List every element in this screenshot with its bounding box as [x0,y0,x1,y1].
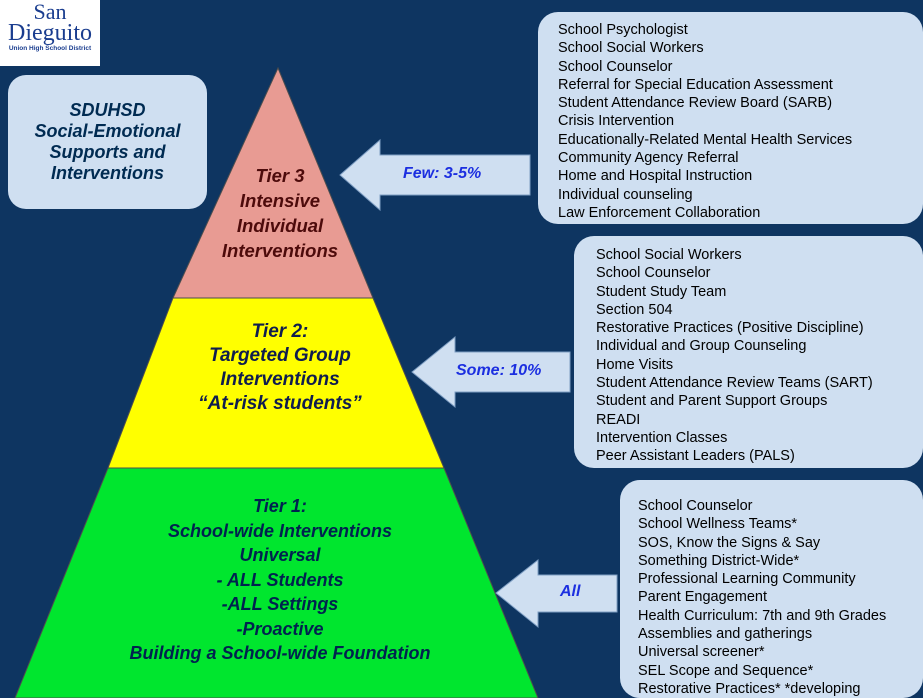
tier1-line: Universal [239,545,321,565]
list-item: Home Visits [596,356,674,373]
list-item: Professional Learning Community [638,571,856,588]
tier2-arrow-label: Some: 10% [456,362,542,379]
list-item: Student Study Team [596,283,727,300]
tier3-arrow-label: Few: 3-5% [403,165,482,182]
list-item: Student and Parent Support Groups [596,393,828,410]
list-item: Health Curriculum: 7th and 9th Grades [638,607,887,624]
tier1-label: Tier 1: School-wide Interventions Univer… [40,494,520,666]
list-item: Restorative Practices* *developing [638,680,861,697]
title-line: Interventions [50,163,165,183]
title-box: SDUHSD Social-Emotional Supports and Int… [8,75,207,209]
tier3-label: Tier 3 Intensive Individual Intervention… [205,163,355,263]
tier2-line: Tier 2: [251,321,309,342]
tier3-arrow [339,138,531,212]
title-line: Social-Emotional [34,121,181,141]
list-item: SEL Scope and Sequence* [638,662,814,679]
logo-line-1: San [33,0,67,24]
list-item: School Social Workers [596,247,742,263]
list-item: School Counselor [596,265,711,282]
tier1-line: -ALL Settings [221,594,339,614]
tier2-label: Tier 2: Targeted Group Interventions “At… [130,320,430,416]
tier3-line: Tier 3 [255,165,305,186]
tier2-line: Targeted Group [209,345,351,366]
list-item: Something District-Wide* [638,552,800,569]
tier3-line: Intensive [239,190,321,211]
list-item: SOS, Know the Signs & Say [638,534,821,551]
list-item: Community Agency Referral [558,150,739,167]
list-item: Assemblies and gatherings [638,626,813,643]
title-line: SDUHSD [69,100,146,120]
tier1-line: School-wide Interventions [167,520,393,541]
list-item: Student Attendance Review Teams (SART) [596,375,873,392]
list-item: Home and Hospital Instruction [558,168,753,185]
tier3-line: Individual [236,215,324,236]
title-line: Supports and [49,142,166,162]
list-item: Intervention Classes [596,429,728,446]
tier2-line: Interventions [220,369,340,390]
tier1-arrow-label: All [560,583,581,600]
list-item: School Counselor [638,498,753,514]
list-item: Universal screener* [638,644,765,661]
tier1-segment [14,467,539,698]
list-item: Student Attendance Review Board (SARB) [558,95,833,112]
list-item: Restorative Practices (Positive Discipli… [596,320,864,337]
list-item: School Counselor [558,58,673,75]
tier1-arrow [495,558,618,629]
tier1-line: Building a School-wide Foundation [129,643,431,663]
list-item: Parent Engagement [638,589,767,606]
list-item: Crisis Intervention [558,113,675,130]
list-item: Peer Assistant Leaders (PALS) [596,448,795,465]
list-item: Law Enforcement Collaboration [558,204,761,221]
list-item: Individual and Group Counseling [596,338,807,355]
tier1-line: Tier 1: [253,496,307,516]
list-item: Section 504 [596,301,673,318]
tier1-line: -Proactive [236,618,324,639]
list-item: Referral for Special Education Assessmen… [558,76,833,93]
list-item: School Wellness Teams* [638,516,798,533]
list-item: School Social Workers [558,40,704,57]
tier3-line: Interventions [221,240,339,261]
tier2-arrow [411,335,571,409]
list-item: School Psychologist [558,22,688,38]
list-item: Individual counseling [558,186,693,203]
logo-line-3: Union High School District [8,45,92,52]
logo-line-2: Dieguito [8,20,92,46]
district-logo: San Dieguito Union High School District [0,0,100,66]
tier2-line: “At-risk students” [198,393,362,414]
list-item: READI [596,411,641,428]
tier1-line: - ALL Students [216,569,344,590]
list-item: Educationally-Related Mental Health Serv… [558,131,853,148]
